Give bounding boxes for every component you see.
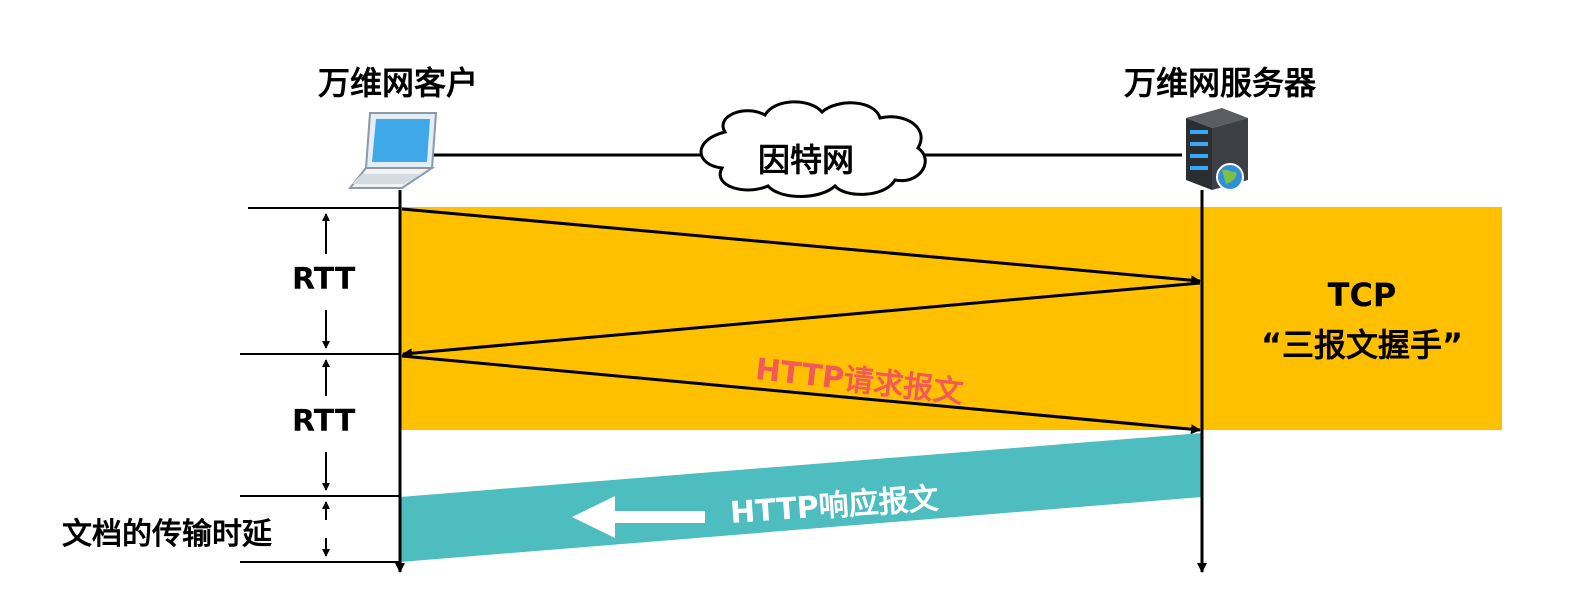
laptop-icon (347, 112, 438, 189)
rtt-label-1: RTT (292, 262, 356, 297)
client-label: 万维网客户 (318, 64, 479, 102)
tcp-handshake-line2: “三报文握手” (1260, 326, 1464, 364)
response-direction-arrow (572, 496, 705, 538)
syn-ack-arrow (402, 281, 1201, 359)
handshake-band (400, 207, 1502, 430)
server-label: 万维网服务器 (1124, 64, 1317, 102)
request-arrow (401, 354, 1201, 435)
transfer-delay-label: 文档的传输时延 (62, 517, 272, 552)
tcp-handshake-line1: TCP (1327, 276, 1397, 314)
syn-arrow (401, 207, 1201, 286)
internet-cloud (699, 100, 927, 198)
internet-label: 因特网 (758, 141, 855, 179)
tcp-handshake-label: TCP “三报文握手” (1212, 270, 1512, 370)
rtt-label-2: RTT (292, 404, 356, 439)
server-icon (1186, 108, 1248, 191)
